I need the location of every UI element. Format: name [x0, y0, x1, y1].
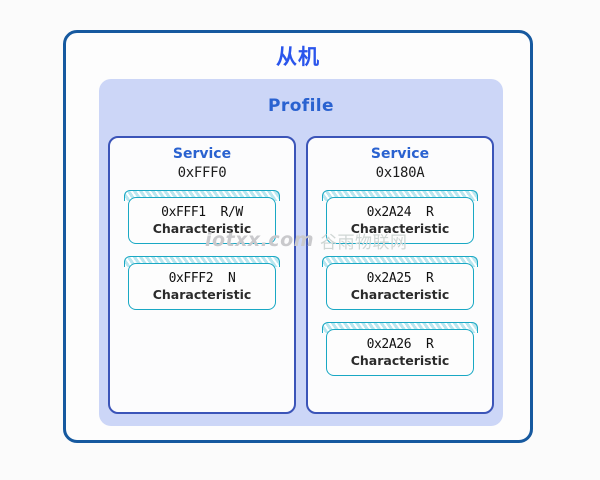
profile-container: Profile Service 0xFFF0 0xFFF1 R/W Charac… — [99, 79, 503, 426]
characteristic-band-icon — [124, 190, 280, 201]
service-heading: Service — [172, 146, 232, 162]
service-box-0x180A[interactable]: Service 0x180A 0x2A24 R Characteristic 0 — [306, 136, 494, 414]
characteristic-body: 0xFFF1 R/W Characteristic — [128, 197, 276, 244]
characteristic-band-icon — [322, 190, 478, 201]
characteristic-uuid: 0xFFF2 N — [168, 271, 236, 286]
service-uuid: 0x180A — [375, 165, 425, 181]
characteristic-body: 0xFFF2 N Characteristic — [128, 263, 276, 310]
characteristic-0x2A24[interactable]: 0x2A24 R Characteristic — [322, 190, 478, 244]
slave-device-frame: 从机 Profile Service 0xFFF0 0xFFF1 R/W Cha… — [63, 30, 533, 443]
characteristic-label: Characteristic — [350, 353, 450, 368]
characteristic-uuid: 0x2A26 R — [366, 337, 434, 352]
characteristic-uuid: 0x2A24 R — [366, 205, 434, 220]
service-heading: Service — [370, 146, 430, 162]
characteristic-uuid: 0xFFF1 R/W — [161, 205, 243, 220]
characteristic-body: 0x2A25 R Characteristic — [326, 263, 474, 310]
characteristic-0xFFF1[interactable]: 0xFFF1 R/W Characteristic — [124, 190, 280, 244]
characteristic-list: 0xFFF1 R/W Characteristic 0xFFF2 N Chara… — [110, 190, 294, 310]
services-row: Service 0xFFF0 0xFFF1 R/W Characteristic — [108, 136, 494, 416]
profile-title: Profile — [268, 96, 334, 116]
characteristic-label: Characteristic — [350, 221, 450, 236]
characteristic-uuid: 0x2A25 R — [366, 271, 434, 286]
characteristic-0x2A25[interactable]: 0x2A25 R Characteristic — [322, 256, 478, 310]
characteristic-band-icon — [322, 256, 478, 267]
characteristic-body: 0x2A26 R Characteristic — [326, 329, 474, 376]
characteristic-label: Characteristic — [152, 221, 252, 236]
characteristic-0xFFF2[interactable]: 0xFFF2 N Characteristic — [124, 256, 280, 310]
service-box-0xFFF0[interactable]: Service 0xFFF0 0xFFF1 R/W Characteristic — [108, 136, 296, 414]
characteristic-body: 0x2A24 R Characteristic — [326, 197, 474, 244]
characteristic-label: Characteristic — [350, 287, 450, 302]
characteristic-0x2A26[interactable]: 0x2A26 R Characteristic — [322, 322, 478, 376]
characteristic-band-icon — [322, 322, 478, 333]
characteristic-band-icon — [124, 256, 280, 267]
device-title: 从机 — [276, 45, 320, 69]
characteristic-label: Characteristic — [152, 287, 252, 302]
characteristic-list: 0x2A24 R Characteristic 0x2A25 R Charact… — [308, 190, 492, 376]
service-uuid: 0xFFF0 — [177, 165, 227, 181]
